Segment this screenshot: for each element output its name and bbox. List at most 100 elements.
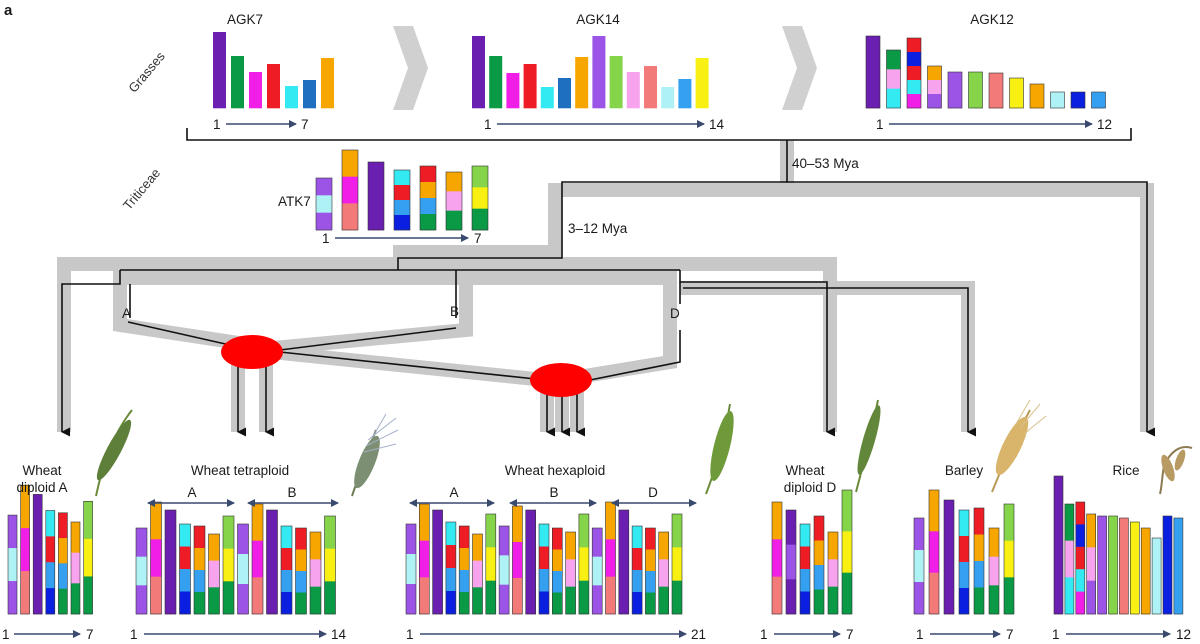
chromosome-segment — [866, 36, 880, 109]
chromosome-7 — [222, 515, 235, 615]
chromosome-9 — [1029, 83, 1045, 109]
chromosome-outline — [208, 533, 220, 615]
chromosome-segment — [989, 528, 999, 557]
chromosome-3 — [32, 494, 43, 615]
chromosome-outline — [886, 49, 901, 109]
chromosome-2 — [341, 149, 359, 231]
barley-karyotype — [913, 489, 1015, 615]
chromosome-segment — [1141, 528, 1151, 615]
chromosome-segment — [316, 178, 332, 196]
agk12-end: 12 — [1097, 117, 1112, 132]
chromosome-segment — [645, 549, 656, 572]
chromosome-segment — [136, 556, 147, 586]
atk7-end: 7 — [474, 231, 482, 246]
chromosome-14 — [578, 513, 590, 615]
chromosome-segment — [974, 561, 984, 588]
rice-panicle-icon — [1159, 446, 1193, 495]
chromosome-3 — [367, 161, 385, 231]
chromosome-segment — [565, 559, 576, 587]
chromosome-segment — [231, 56, 244, 109]
tree-lines — [61, 128, 1155, 437]
chromosome-segment — [45, 510, 55, 537]
chromosome-8 — [498, 525, 510, 615]
chromosome-2 — [231, 56, 244, 109]
chromosome-segment — [1163, 516, 1172, 615]
chromosome-segment — [974, 587, 984, 615]
chromosome-outline — [947, 71, 963, 109]
chromosome-outline — [565, 531, 576, 615]
chromosome-segment — [472, 587, 483, 615]
chromosome-outline — [70, 521, 81, 615]
chromosome-1 — [213, 32, 226, 109]
chromosome-3 — [432, 509, 443, 615]
chromosome-3 — [249, 72, 262, 109]
atk7-index-arrow: ATK7 1 7 — [278, 194, 482, 246]
chromosome-segment — [632, 526, 643, 549]
chromosome-segment — [419, 577, 430, 615]
chromosome-segment — [432, 510, 443, 615]
chromosome-18 — [631, 525, 643, 615]
chromosome-segment — [33, 494, 43, 615]
chromosome-segment — [237, 584, 249, 615]
chromosome-segment — [45, 562, 55, 589]
chromosome-segment — [772, 502, 782, 540]
chromosome-outline — [341, 149, 359, 231]
chromosome-outline — [865, 35, 881, 109]
hexaploid-hybridization-event — [530, 363, 592, 397]
chromosome-outline — [445, 171, 463, 231]
chromosome-outline — [943, 499, 955, 615]
agk14-index-arrow: 1 14 — [484, 117, 725, 132]
chromosome-segment — [1130, 522, 1140, 615]
subgenome-a-node-label: A — [122, 306, 131, 321]
chromosome-5 — [1097, 515, 1107, 615]
chromosome-segment — [645, 571, 656, 593]
chromosome-segment — [194, 548, 205, 571]
chromosome-5 — [827, 531, 839, 615]
chromosome-segment — [907, 80, 921, 95]
panel-label: a — [4, 2, 13, 19]
wheat-diploid-a-label-line1: Wheat — [22, 463, 61, 478]
chromosome-11 — [1070, 91, 1086, 109]
chromosome-9 — [512, 505, 523, 615]
chromosome-segment — [20, 528, 30, 572]
chromosome-outline — [1064, 503, 1075, 615]
chromosome-segment — [499, 555, 510, 585]
transition-chevron-2 — [782, 26, 817, 110]
chromosome-8 — [1130, 521, 1140, 615]
chromosome-segment — [645, 592, 656, 615]
chromosome-segment — [578, 514, 589, 548]
chromosome-5 — [540, 87, 554, 109]
chromosome-segment — [1050, 92, 1065, 109]
chromosome-outline — [658, 531, 670, 615]
atk7-karyotype — [315, 149, 489, 231]
chromosome-7 — [321, 58, 334, 109]
chromosome-11 — [644, 66, 657, 109]
chromosome-segment — [540, 87, 554, 109]
chromosome-segment — [800, 546, 810, 570]
chromosome-segment — [695, 58, 709, 109]
chromosome-outline — [605, 501, 616, 615]
rice-end: 12 — [1176, 627, 1191, 642]
chromosome-segment — [1075, 569, 1085, 592]
chromosome-segment — [525, 510, 536, 615]
chromosome-segment — [1091, 92, 1106, 109]
chromosome-outline — [973, 507, 985, 615]
chromosome-1 — [1053, 475, 1064, 615]
chromosome-6 — [1108, 515, 1118, 615]
chromosome-segment — [772, 539, 782, 577]
chromosome-segment — [512, 542, 523, 579]
chromosome-segment — [618, 510, 629, 615]
chromosome-outline — [1119, 517, 1129, 615]
chromosome-outline — [179, 523, 191, 615]
chromosome-outline — [785, 509, 797, 615]
grasses-divergence-time: 40–53 Mya — [792, 156, 859, 171]
chromosome-11 — [1162, 515, 1173, 615]
chromosome-segment — [644, 66, 657, 109]
chromosome-segment — [445, 545, 456, 569]
chromosome-segment — [472, 560, 483, 588]
subgenome-b-node-label: B — [450, 304, 459, 319]
chromosome-segment — [959, 510, 969, 537]
chromosome-segment — [420, 166, 436, 183]
chromosome-segment — [959, 536, 969, 563]
